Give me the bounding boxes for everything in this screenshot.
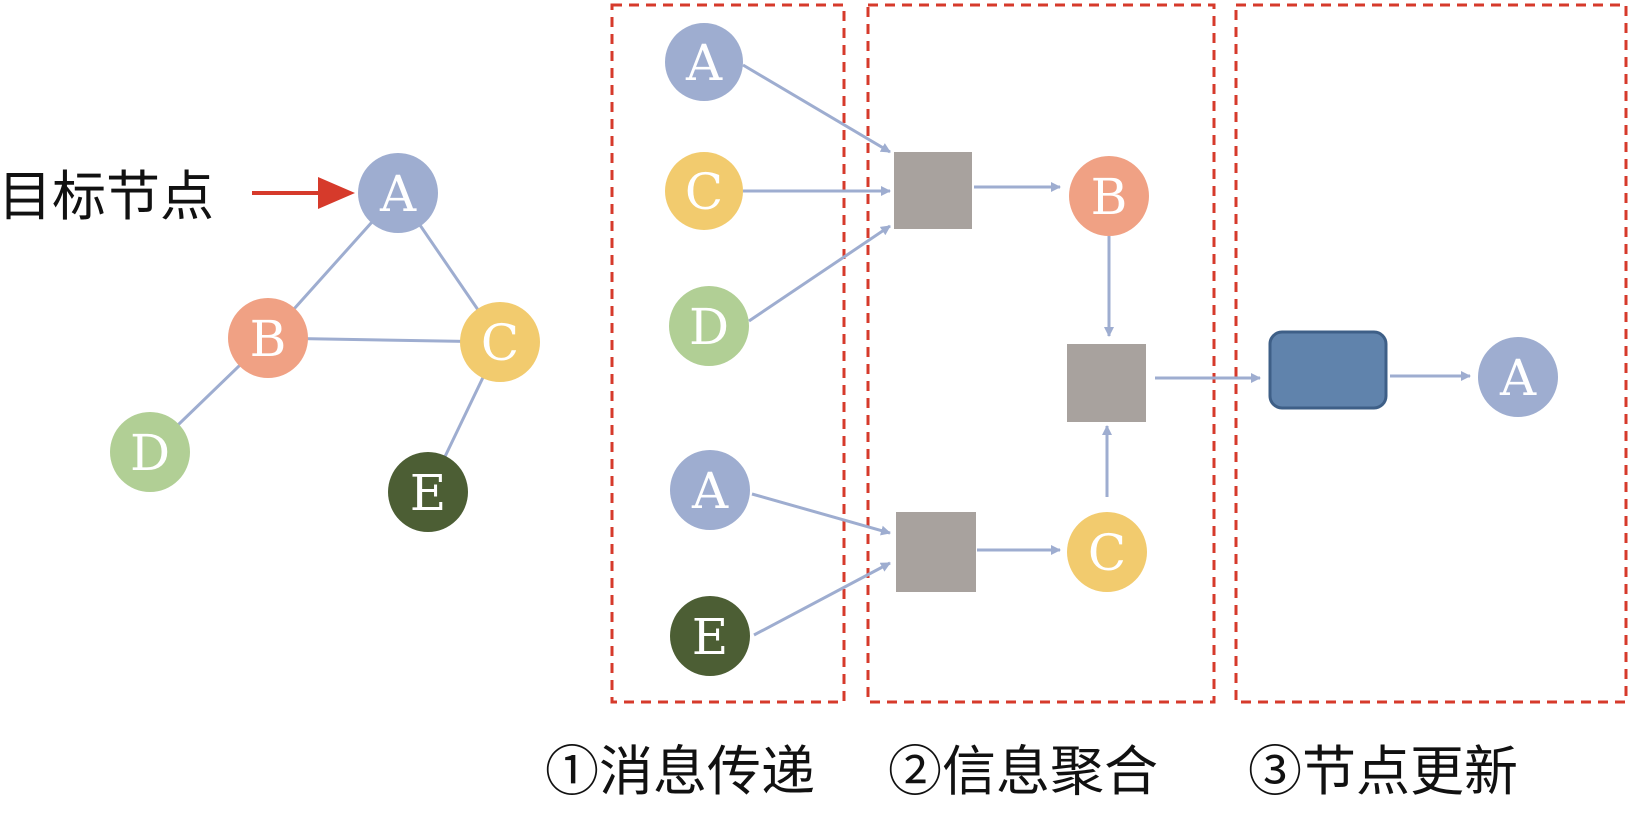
aggregated-node-c-circle bbox=[1067, 512, 1147, 592]
arrow-a2-to-agg2 bbox=[751, 492, 891, 536]
output-node-a-circle bbox=[1478, 337, 1558, 417]
graph-node-a: A bbox=[358, 153, 438, 233]
message-node-a-1-circle bbox=[665, 23, 743, 101]
graph-node-e-label: E bbox=[410, 464, 447, 522]
graph-node-e-circle bbox=[388, 452, 468, 532]
stage-label-aggregation: ②信息聚合 bbox=[888, 740, 1158, 803]
aggregated-node-b-label: B bbox=[1091, 168, 1128, 226]
output-node-a-label: A bbox=[1499, 349, 1537, 407]
graph-node-b-circle bbox=[228, 298, 308, 378]
message-node-e-label: E bbox=[692, 608, 729, 666]
graph-node-d: D bbox=[110, 412, 190, 492]
message-node-c-circle bbox=[665, 152, 743, 230]
arrow-e-to-agg2 bbox=[753, 561, 891, 637]
message-node-a-2-label: A bbox=[691, 462, 729, 520]
aggregated-node-b-circle bbox=[1069, 156, 1149, 236]
message-node-a-2: A bbox=[670, 450, 750, 530]
graph-node-c-label: C bbox=[481, 314, 519, 372]
message-node-a-1: A bbox=[665, 23, 743, 101]
stage-frames bbox=[610, 3, 1628, 704]
aggregated-node-c-label: C bbox=[1088, 524, 1126, 582]
pipeline-arrows bbox=[742, 63, 1471, 637]
stage-frame-aggregation bbox=[866, 3, 1216, 704]
update-block bbox=[1268, 330, 1388, 410]
message-node-e-circle bbox=[670, 596, 750, 676]
graph-node-a-label: A bbox=[379, 165, 417, 223]
message-node-a-2-circle bbox=[670, 450, 750, 530]
message-node-c-label: C bbox=[685, 163, 723, 221]
graph-edges bbox=[148, 191, 502, 493]
arrow-d-to-agg1 bbox=[748, 224, 891, 323]
graph-node-b: B bbox=[228, 298, 308, 378]
output-node-a: A bbox=[1478, 337, 1558, 417]
graph-node-a-circle bbox=[358, 153, 438, 233]
graph-node-c: C bbox=[460, 302, 540, 382]
aggregated-node-c: C bbox=[1067, 512, 1147, 592]
message-node-d: D bbox=[669, 286, 749, 366]
message-node-c: C bbox=[665, 152, 743, 230]
graph-node-c-circle bbox=[460, 302, 540, 382]
stage-frame-update bbox=[1234, 3, 1628, 704]
graph-node-e: E bbox=[388, 452, 468, 532]
stage-label-message-passing: ①消息传递 bbox=[545, 740, 815, 803]
graph-node-d-circle bbox=[110, 412, 190, 492]
aggregation-square-3 bbox=[1067, 344, 1146, 422]
message-node-a-1-label: A bbox=[685, 34, 723, 92]
stage-frame-message-passing bbox=[610, 3, 846, 704]
message-node-d-label: D bbox=[689, 298, 729, 356]
stage-label-node-update: ③节点更新 bbox=[1248, 740, 1518, 803]
target-node-label: 目标节点 bbox=[0, 165, 214, 228]
aggregated-node-b: B bbox=[1069, 156, 1149, 236]
target-arrow-head bbox=[318, 177, 355, 209]
input-graph: 目标节点 A B C D E bbox=[0, 153, 540, 532]
message-node-e: E bbox=[670, 596, 750, 676]
message-node-d-circle bbox=[669, 286, 749, 366]
graph-node-b-label: B bbox=[250, 310, 287, 368]
aggregation-square-2 bbox=[896, 512, 976, 592]
aggregation-square-1 bbox=[894, 152, 972, 229]
arrow-a1-to-agg1 bbox=[742, 63, 891, 154]
graph-node-d-label: D bbox=[130, 424, 170, 482]
